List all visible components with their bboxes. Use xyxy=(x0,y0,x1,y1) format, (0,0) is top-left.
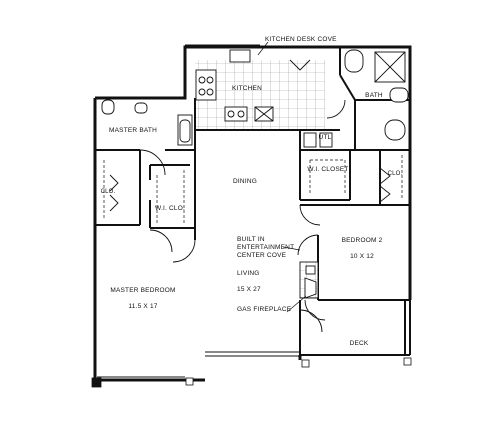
windows xyxy=(97,44,300,381)
living-size: 15 X 27 xyxy=(237,286,261,293)
gas-fireplace-label: GAS FIREPLACE xyxy=(237,306,292,313)
bath-label: BATH xyxy=(365,92,383,99)
bedroom2-label: BEDROOM 2 xyxy=(341,237,383,244)
door-swings xyxy=(109,59,391,333)
corner-markers xyxy=(91,357,412,388)
master-bedroom-label: MASTER BEDROOM xyxy=(110,287,176,294)
bath-fixtures xyxy=(101,49,409,148)
kitchen-fixtures xyxy=(195,49,274,122)
built-in-line1: BUILT IN xyxy=(237,236,265,243)
deck-label: DECK xyxy=(349,340,369,347)
master-bedroom-size: 11.5 X 17 xyxy=(128,303,158,310)
closet-shelves xyxy=(103,155,403,225)
kitchen-desk-cove-label: KITCHEN DESK COVE xyxy=(265,36,337,43)
leader-lines xyxy=(257,41,307,313)
utl-label: UTL xyxy=(318,134,332,141)
dining-label: DINING xyxy=(233,178,257,185)
gas-fireplace xyxy=(299,261,319,299)
wi-clo-label: W.I. CLO. xyxy=(155,205,185,212)
living-label: LIVING xyxy=(237,270,260,277)
built-in-line3: CENTER COVE xyxy=(237,252,287,259)
kitchen-label: KITCHEN xyxy=(232,85,262,92)
built-in-line2: ENTERTAINMENT xyxy=(237,244,295,251)
wi-closet-label: W.I. CLOSET xyxy=(307,166,349,173)
closet-right-label: CLO. xyxy=(387,171,403,177)
bedroom2-size: 10 X 12 xyxy=(350,253,374,260)
closet-left-label: CLO. xyxy=(100,189,116,195)
master-bath-label: MASTER BATH xyxy=(109,127,157,134)
